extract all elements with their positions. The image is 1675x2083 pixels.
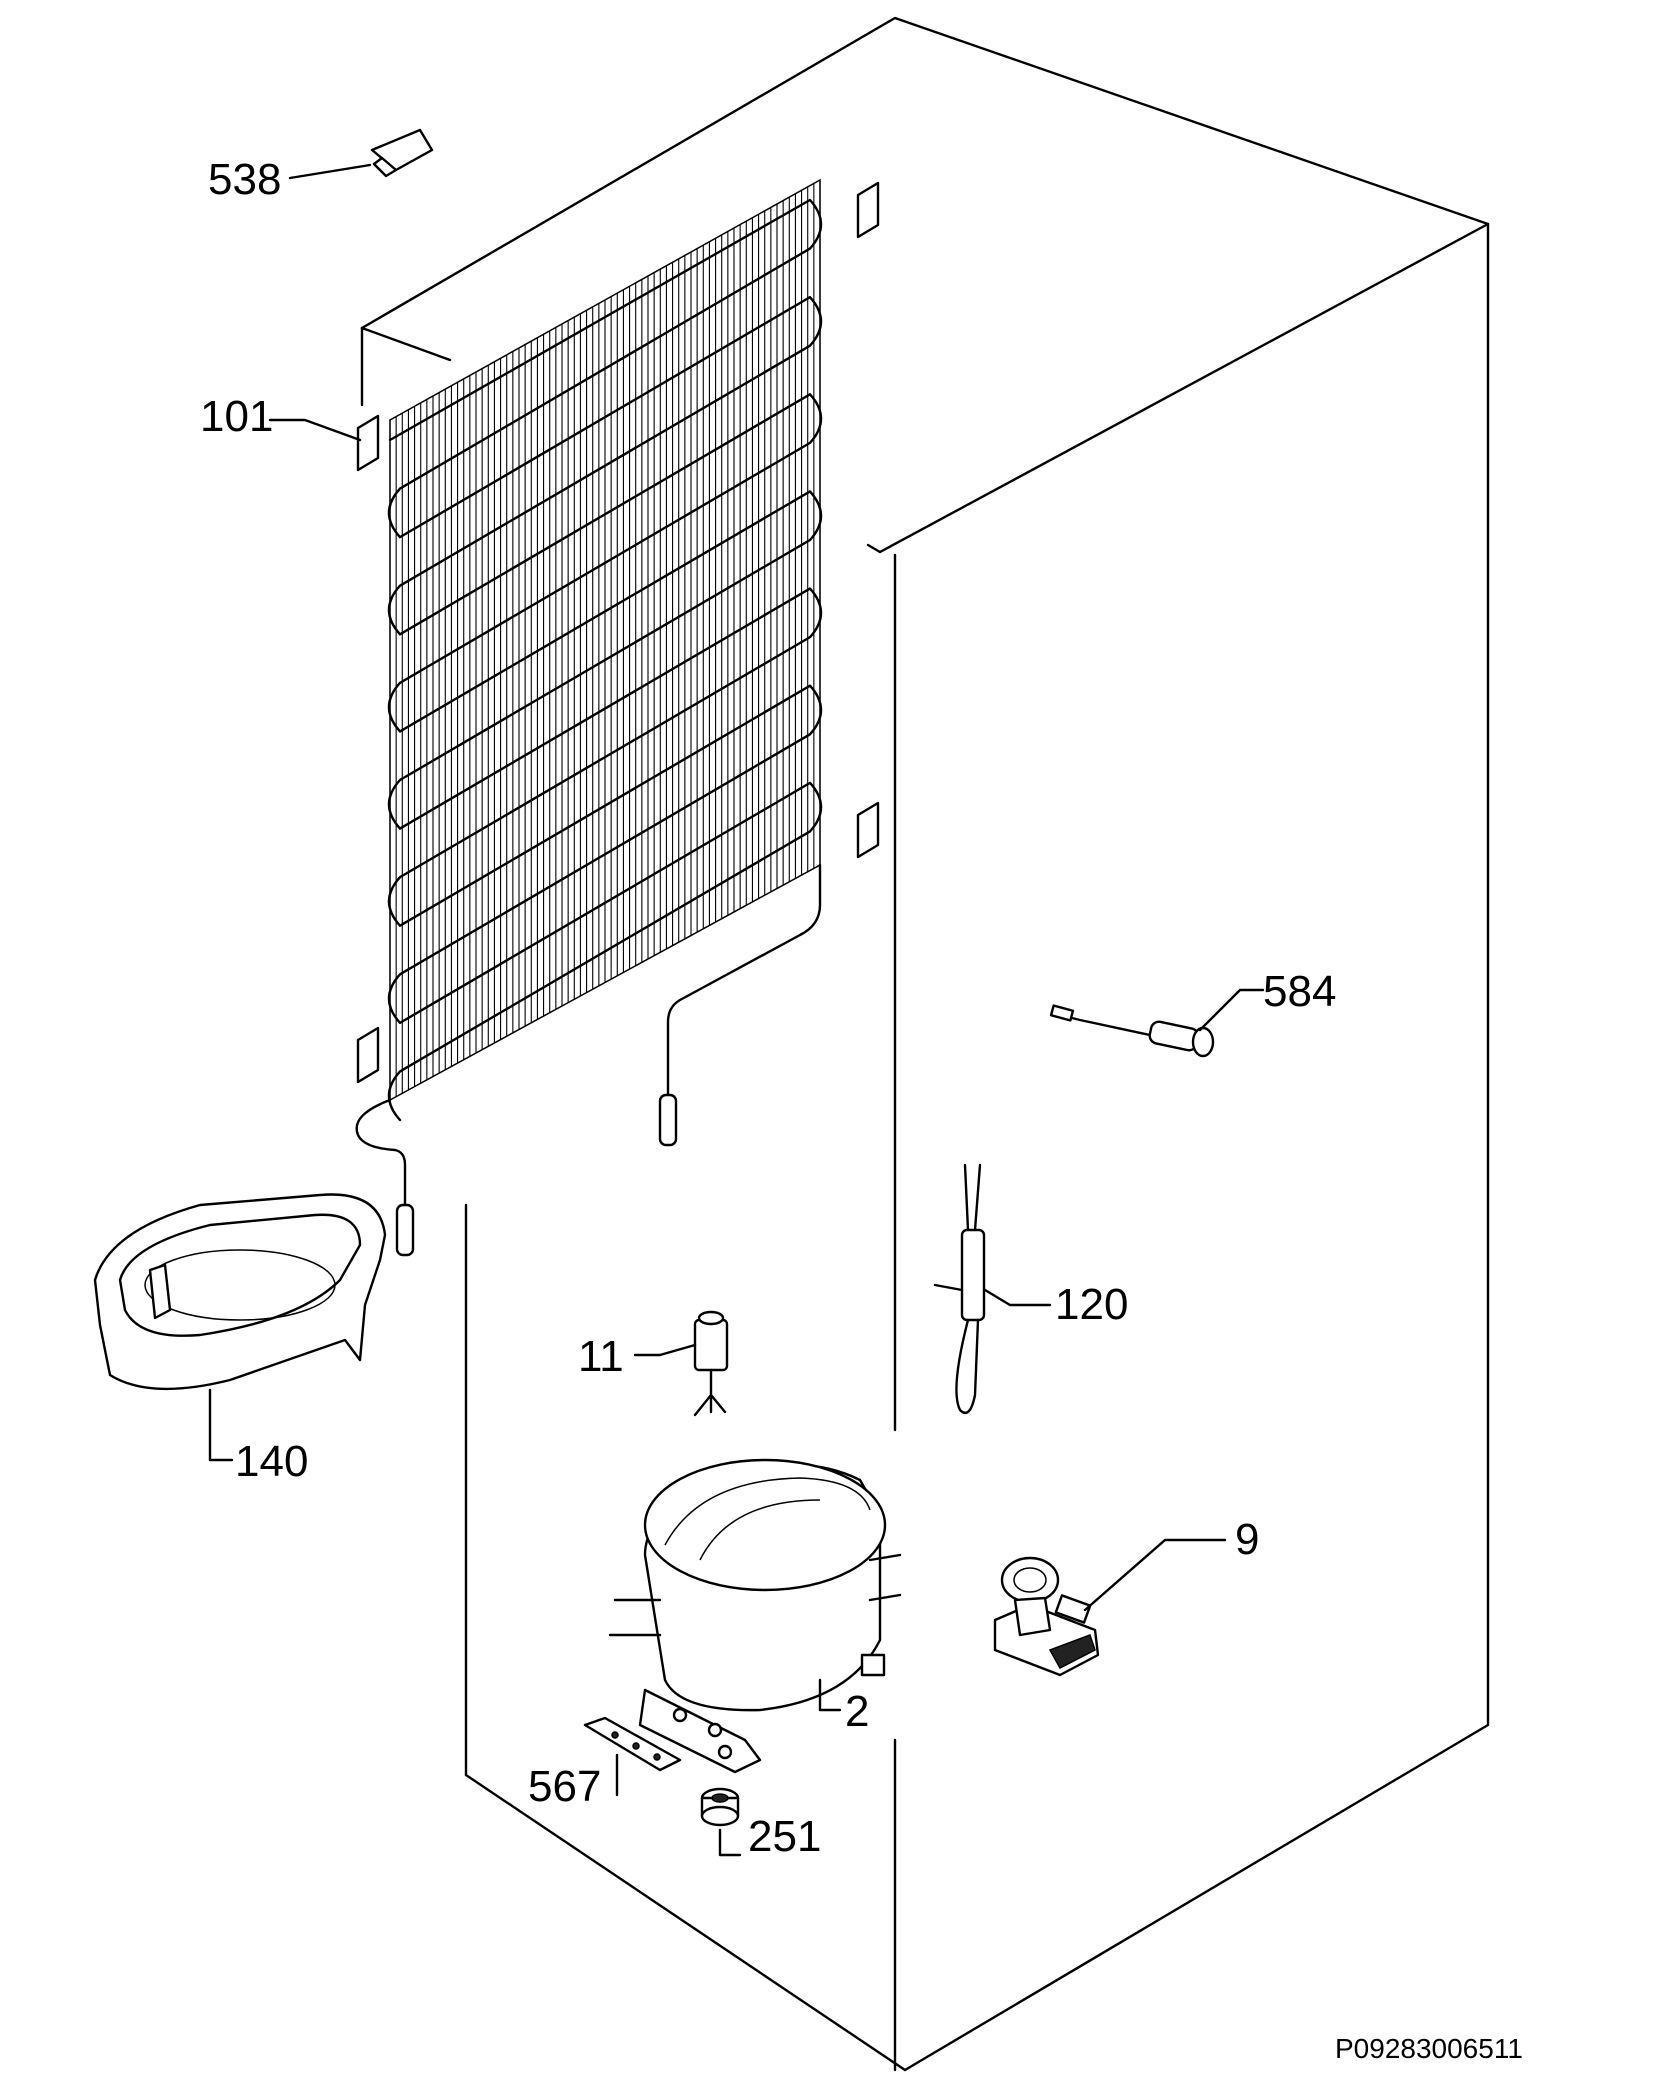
terminal-clamp-9-icon [993, 1556, 1100, 1677]
label-11: 11 [578, 1332, 624, 1381]
sensor-584-icon [1049, 1004, 1215, 1058]
document-id: P09283006511 [1335, 2033, 1523, 2064]
label-251: 251 [748, 1812, 822, 1861]
label-120: 120 [1055, 1280, 1129, 1329]
grommet-251-icon [700, 1787, 740, 1827]
label-140: 140 [235, 1437, 309, 1486]
label-567: 567 [528, 1762, 602, 1811]
compressor-2-icon [608, 1458, 902, 1774]
leader-lines [208, 163, 1265, 1857]
label-9: 9 [1235, 1515, 1260, 1564]
condenser-coil [355, 178, 880, 1257]
relay-11-icon [693, 1310, 729, 1417]
clip-538-icon [370, 128, 434, 178]
drip-tray-140-icon [93, 1193, 387, 1391]
label-2: 2 [845, 1687, 870, 1736]
label-101: 101 [200, 392, 274, 441]
cabinet-outline [360, 16, 1490, 2072]
label-538: 538 [208, 155, 282, 204]
wiring-120-icon [933, 1163, 986, 1415]
plate-567-icon [583, 1716, 682, 1772]
label-584: 584 [1263, 967, 1337, 1016]
